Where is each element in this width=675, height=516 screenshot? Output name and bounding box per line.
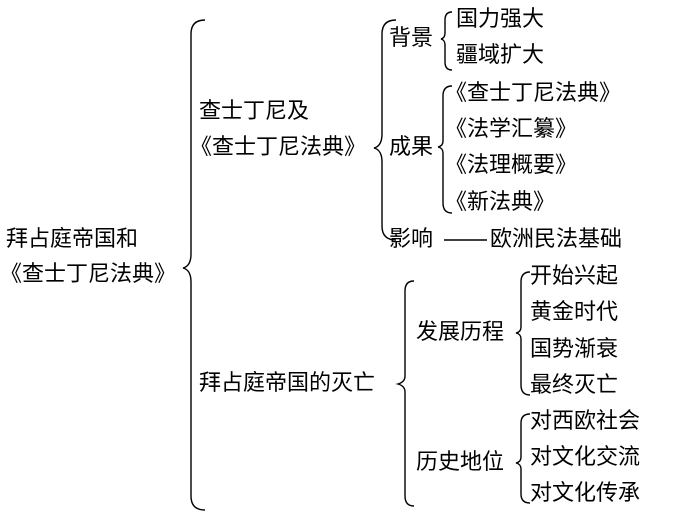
status-brace: [515, 413, 531, 504]
background-label: 背景: [389, 26, 434, 51]
background-item: 疆域扩大: [456, 43, 545, 68]
root-title-line1: 拜占庭帝国和: [6, 227, 139, 252]
fall-brace: [395, 280, 415, 507]
justinian-title-line1: 查士丁尼及: [199, 99, 310, 124]
status-label: 历史地位: [416, 450, 505, 475]
development-item: 黄金时代: [530, 300, 619, 325]
status-item: 对文化交流: [530, 445, 641, 470]
achievement-item: 《查士丁尼法典》: [445, 81, 622, 106]
justinian-brace: [373, 19, 397, 241]
status-item: 对文化传承: [530, 481, 641, 506]
root-title-line2: 《查士丁尼法典》: [0, 262, 177, 287]
fall-title: 拜占庭帝国的灭亡: [199, 371, 376, 396]
influence-dash: ——: [445, 227, 489, 253]
development-item: 开始兴起: [530, 264, 619, 289]
influence-value: 欧洲民法基础: [490, 227, 623, 252]
influence-label: 影响: [389, 227, 434, 252]
achievements-brace: [437, 85, 453, 214]
background-brace: [440, 11, 453, 71]
development-label: 发展历程: [416, 320, 505, 345]
development-item: 国势渐衰: [530, 337, 619, 362]
achievement-item: 《法理概要》: [445, 153, 578, 178]
status-item: 对西欧社会: [530, 409, 641, 434]
justinian-title-line2: 《查士丁尼法典》: [190, 135, 367, 160]
root-brace: [182, 19, 206, 511]
development-item: 最终灭亡: [530, 373, 619, 398]
achievements-label: 成果: [389, 135, 434, 160]
achievement-item: 《新法典》: [445, 190, 556, 215]
achievement-item: 《法学汇纂》: [445, 117, 578, 142]
development-brace: [515, 271, 531, 396]
background-item: 国力强大: [456, 7, 545, 32]
